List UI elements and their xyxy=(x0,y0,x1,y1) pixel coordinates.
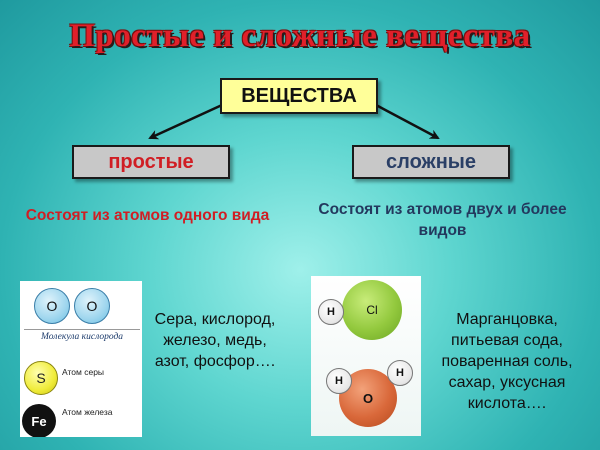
arrow-to-complex xyxy=(375,103,440,140)
complex-description: Состоят из атомов двух и более видов xyxy=(318,201,567,239)
arrow-to-simple xyxy=(148,103,223,140)
iron-atom-caption: Атом железа xyxy=(62,407,113,417)
sulfur-atom: S xyxy=(24,361,58,395)
oxygen-molecule-caption: Молекула кислорода xyxy=(24,329,140,342)
iron-atom: Fe xyxy=(22,404,56,437)
page-title: Простые и сложные вещества xyxy=(69,18,531,54)
sulfur-atom-caption: Атом серы xyxy=(62,367,105,377)
oxygen-atom-1: O xyxy=(34,288,70,324)
complex-examples: Марганцовка, питьевая сода, поваренная с… xyxy=(441,311,573,412)
simple-substances-illustration: O O Молекула кислорода S Атом серы Fe Ат… xyxy=(20,281,142,437)
hydrogen-atom-water-1: H xyxy=(326,368,352,394)
complex-box: сложные xyxy=(352,145,510,179)
root-box: ВЕЩЕСТВА xyxy=(220,78,378,114)
simple-description: Состоят из атомов одного вида xyxy=(25,207,270,224)
simple-box: простые xyxy=(72,145,230,179)
hydrogen-atom-hcl: H xyxy=(318,299,344,325)
oxygen-atom-2: O xyxy=(74,288,110,324)
chlorine-atom: Cl xyxy=(342,280,402,340)
hydrogen-atom-water-2: H xyxy=(387,360,413,386)
complex-substances-illustration: Cl H O H H xyxy=(311,276,421,436)
simple-examples: Сера, кислород, железо, медь, азот, фосф… xyxy=(154,311,276,370)
